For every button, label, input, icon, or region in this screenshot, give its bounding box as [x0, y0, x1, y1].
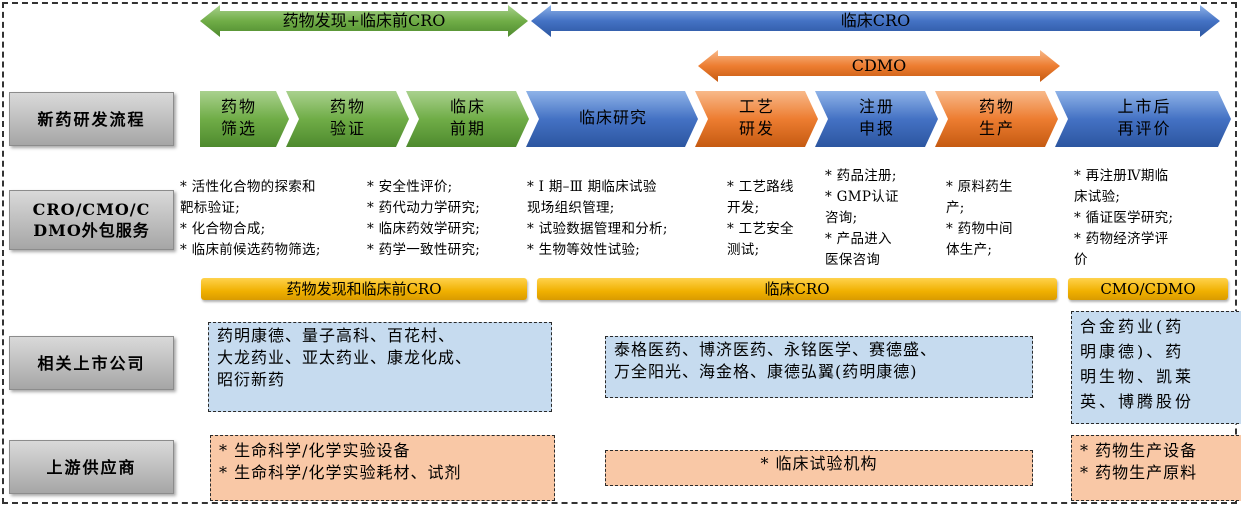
chevron-stage-5	[695, 91, 818, 147]
chevron-stage-8	[1055, 91, 1231, 147]
chevron-stage-2	[286, 91, 409, 147]
suppliers-clinical: * 临床试验机构	[605, 450, 1033, 486]
services-preclinical: * 安全性评价; * 药代动力学研究; * 临床药效学研究; * 药学一致性研究…	[367, 179, 481, 258]
arrow-label-discovery-preclinical: 药物发现+临床前CRO	[282, 11, 446, 30]
stage-label-4: 临床研究	[578, 108, 647, 127]
suppliers-cmo: * 药物生产设备 * 药物生产原料	[1071, 435, 1241, 501]
suppliers-discovery: * 生命科学/化学实验设备 * 生命科学/化学实验耗材、试剂	[210, 435, 555, 501]
band-discovery-preclinical: 药物发现和临床前CRO	[201, 278, 527, 300]
chevron-stage-7	[935, 91, 1058, 147]
services-post-market: * 再注册Ⅳ期临 床试验; * 循证医学研究; * 药物经济学评 价	[1074, 168, 1174, 268]
row-label-companies: 相关上市公司	[9, 336, 174, 390]
services-clinical: * Ⅰ 期–Ⅲ 期临床试验 现场组织管理; * 试验数据管理和分析; * 生物等…	[527, 179, 668, 258]
arrow-label-cdmo: CDMO	[851, 56, 907, 75]
companies-cmo: 合金药业(药 明康德)、药 明生物、凯莱 英、博腾股份	[1071, 311, 1241, 424]
band-cmo-cdmo: CMO/CDMO	[1068, 278, 1228, 300]
arrow-discovery-preclinical	[200, 5, 528, 37]
row-label-suppliers: 上游供应商	[9, 440, 174, 494]
companies-discovery: 药明康德、量子高科、百花村、 大龙药业、亚太药业、康龙化成、 昭衍新药	[208, 322, 552, 412]
chevron-stage-3	[406, 91, 529, 147]
arrow-label-clinical-cro: 临床CRO	[840, 11, 911, 30]
chevron-stage-6	[815, 91, 938, 147]
services-discovery: * 活性化合物的探索和 靶标验证; * 化合物合成; * 临床前候选药物筛选;	[180, 179, 321, 258]
row-label-process: 新药研发流程	[9, 92, 174, 146]
chevron-stage-4	[526, 91, 698, 147]
services-process-dev: * 工艺路线 开发; * 工艺安全 测试;	[727, 179, 794, 258]
companies-clinical: 泰格医药、博济医药、永铭医学、赛德盛、 万全阳光、海金格、康德弘翼(药明康德)	[605, 336, 1033, 398]
stage-label-2: 药物 验证	[329, 97, 366, 138]
stage-label-1: 药物 筛选	[220, 97, 257, 138]
stage-label-6: 注册 申报	[858, 97, 895, 138]
stage-label-5: 工艺 研发	[738, 97, 775, 138]
arrow-cdmo	[698, 50, 1060, 82]
services-manufacturing: * 原料药生 产; * 药物中间 体生产;	[946, 179, 1013, 258]
row-label-services: CRO/CMO/C DMO外包服务	[9, 190, 174, 250]
stage-label-8: 上市后 再评价	[1117, 97, 1172, 138]
chevron-stage-1	[200, 91, 289, 147]
arrow-clinical-cro	[531, 5, 1220, 37]
stage-label-7: 药物 生产	[978, 97, 1015, 138]
services-registration: * 药品注册; * GMP认证 咨询; * 产品进入 医保咨询	[825, 168, 899, 268]
stage-label-3: 临床 前期	[449, 97, 486, 138]
band-clinical-cro: 临床CRO	[537, 278, 1057, 300]
